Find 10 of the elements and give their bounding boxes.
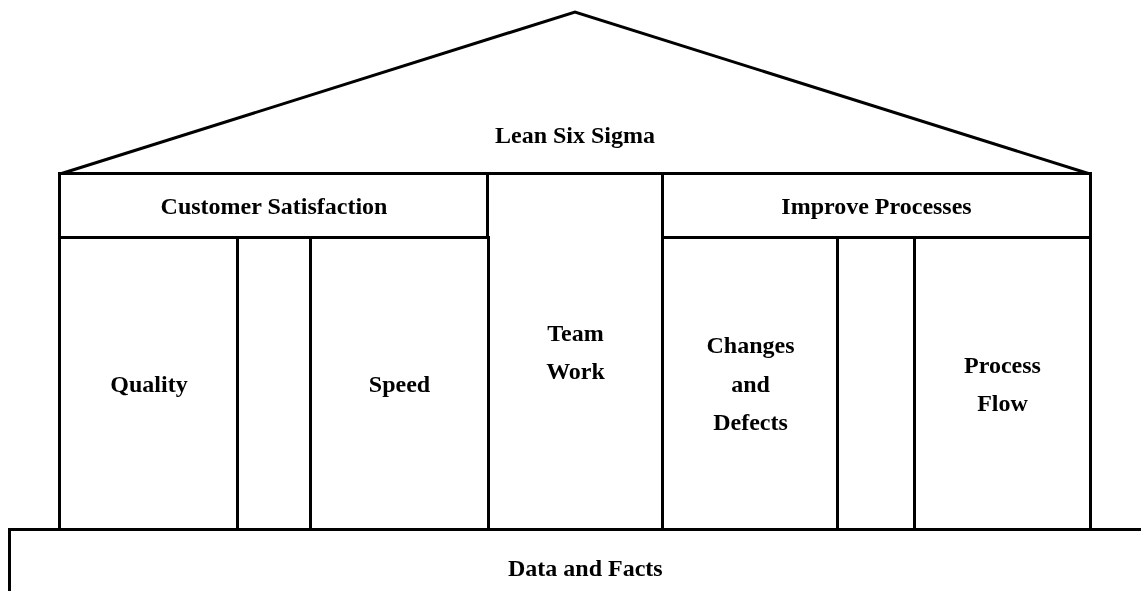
pillar-label: Quality	[110, 369, 188, 399]
foundation-label: Data and Facts	[508, 554, 663, 583]
pillar-label: Changes and Defects	[705, 331, 796, 438]
roof-label: Lean Six Sigma	[495, 120, 655, 150]
pillar-label: Team Work	[545, 318, 606, 386]
beam-label: Improve Processes	[781, 191, 972, 221]
pillar-label: Process Flow	[963, 350, 1042, 418]
foundation-base	[8, 528, 1141, 591]
beam-label: Customer Satisfaction	[160, 191, 388, 221]
pillar-label: Speed	[368, 369, 431, 399]
